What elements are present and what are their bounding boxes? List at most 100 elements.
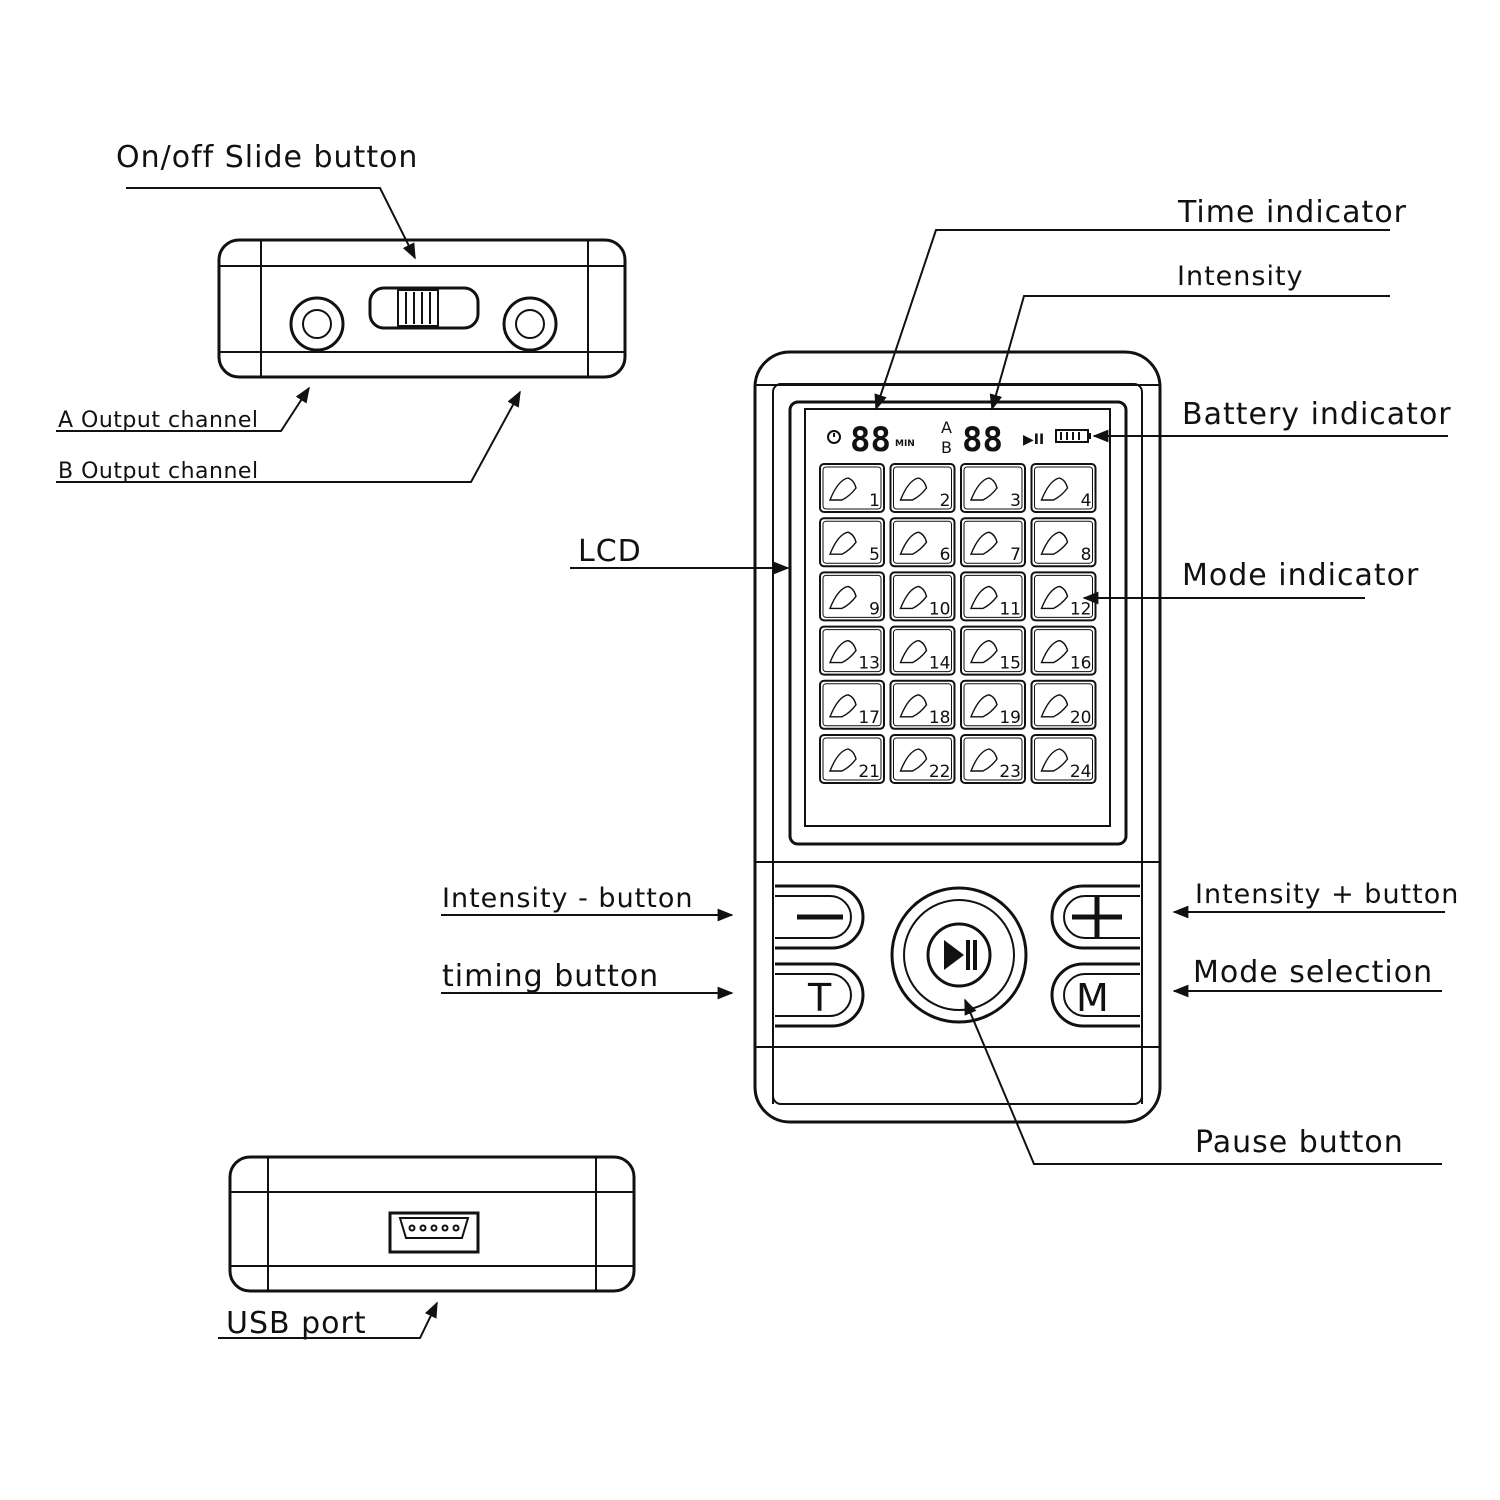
channel-b-label: B	[941, 438, 952, 457]
mode-cell-5: 5	[819, 517, 885, 568]
label-on-off-slide: On/off Slide button	[116, 140, 418, 175]
mode-pictogram-icon	[828, 477, 857, 501]
pause-button[interactable]	[890, 886, 1028, 1024]
mode-selection-button[interactable]: M	[1050, 962, 1140, 1028]
timing-button[interactable]: T	[775, 962, 865, 1028]
mode-pictogram-icon	[899, 477, 928, 501]
lcd-play-pause-icon: ▶II	[1023, 432, 1044, 448]
label-b-output: B Output channel	[58, 459, 259, 484]
mode-pictogram-icon	[1040, 531, 1069, 555]
label-timing-button: timing button	[442, 959, 659, 994]
mode-pictogram-icon	[828, 748, 857, 772]
mode-pictogram-icon	[899, 531, 928, 555]
mode-pictogram-icon	[828, 531, 857, 555]
intensity-minus-button[interactable]	[775, 884, 865, 950]
label-a-output: A Output channel	[58, 408, 259, 433]
mode-number: 19	[999, 708, 1021, 728]
mode-cell-2: 2	[889, 463, 956, 513]
mode-cell-20: 20	[1030, 679, 1097, 730]
mode-pictogram-icon	[969, 477, 998, 501]
label-intensity: Intensity	[1177, 261, 1304, 292]
mode-number: 24	[1070, 762, 1092, 782]
battery-icon	[1055, 429, 1091, 443]
intensity-plus-button[interactable]	[1050, 884, 1140, 950]
mode-button-label: M	[1076, 976, 1109, 1020]
mode-pictogram-icon	[1040, 748, 1069, 772]
mode-cell-7: 7	[960, 517, 1026, 568]
label-usb-port: USB port	[226, 1306, 367, 1341]
label-time-indicator: Time indicator	[1177, 195, 1407, 230]
label-lcd: LCD	[578, 534, 642, 569]
mode-number: 1	[869, 491, 880, 511]
mode-pictogram-icon	[969, 639, 998, 664]
mode-number: 11	[999, 599, 1021, 619]
mode-cell-12: 12	[1030, 571, 1097, 622]
mode-pictogram-icon	[899, 694, 928, 718]
mode-number: 13	[858, 654, 880, 674]
mode-pictogram-icon	[1040, 639, 1069, 664]
mode-cell-11: 11	[960, 571, 1026, 622]
mode-pictogram-icon	[969, 748, 998, 772]
a-output-jack[interactable]	[289, 296, 345, 352]
mode-pictogram-icon	[1040, 477, 1069, 501]
mode-pictogram-icon	[828, 639, 857, 664]
mode-cell-16: 16	[1030, 625, 1097, 676]
time-unit: MIN	[895, 439, 915, 449]
mode-pictogram-icon	[828, 585, 857, 610]
mode-cell-6: 6	[889, 517, 956, 568]
mode-cell-9: 9	[819, 571, 885, 622]
label-intensity-minus: Intensity - button	[442, 883, 693, 914]
label-pause-button: Pause button	[1195, 1125, 1404, 1160]
label-mode-selection: Mode selection	[1193, 955, 1433, 990]
top-view-device	[217, 238, 627, 379]
clock-icon	[827, 430, 841, 444]
timing-button-label: T	[807, 976, 832, 1020]
mode-number: 17	[858, 708, 880, 728]
mode-number: 4	[1081, 491, 1092, 511]
mode-number: 15	[999, 654, 1021, 674]
mode-pictogram-icon	[969, 694, 998, 718]
mode-pictogram-icon	[1040, 585, 1069, 610]
label-intensity-plus: Intensity + button	[1195, 879, 1459, 910]
usb-port-icon[interactable]	[388, 1211, 480, 1254]
mode-pictogram-icon	[899, 585, 928, 610]
mode-cell-19: 19	[960, 679, 1026, 730]
on-off-slide-switch[interactable]	[368, 286, 480, 330]
channel-a-label: A	[941, 418, 952, 437]
label-battery-indicator: Battery indicator	[1182, 397, 1452, 432]
mode-cell-24: 24	[1030, 734, 1097, 784]
mode-number: 14	[929, 654, 951, 674]
mode-number: 12	[1070, 599, 1092, 619]
mode-cell-18: 18	[889, 679, 956, 730]
mode-number: 7	[1010, 545, 1021, 565]
mode-cell-22: 22	[889, 734, 956, 784]
mode-cell-10: 10	[889, 571, 956, 622]
intensity-digits: 88	[962, 420, 1003, 460]
b-output-jack[interactable]	[502, 296, 558, 352]
mode-number: 21	[858, 762, 880, 782]
mode-cell-4: 4	[1030, 463, 1097, 513]
mode-number: 2	[940, 491, 951, 511]
mode-cell-14: 14	[889, 625, 956, 676]
mode-number: 23	[999, 762, 1021, 782]
time-digits: 88	[850, 420, 891, 460]
mode-pictogram-icon	[1040, 694, 1069, 718]
mode-pictogram-icon	[899, 639, 928, 664]
mode-number: 6	[940, 545, 951, 565]
mode-number: 10	[929, 599, 951, 619]
mode-number: 18	[929, 708, 951, 728]
bottom-view-device	[228, 1155, 636, 1293]
mode-number: 20	[1070, 708, 1092, 728]
mode-number: 3	[1010, 491, 1021, 511]
mode-number: 16	[1070, 654, 1092, 674]
mode-number: 9	[869, 599, 880, 619]
mode-cell-1: 1	[819, 463, 885, 513]
mode-cell-8: 8	[1030, 517, 1097, 568]
mode-pictogram-icon	[969, 531, 998, 555]
mode-cell-21: 21	[819, 734, 885, 784]
mode-pictogram-icon	[899, 748, 928, 772]
label-mode-indicator: Mode indicator	[1182, 558, 1419, 593]
